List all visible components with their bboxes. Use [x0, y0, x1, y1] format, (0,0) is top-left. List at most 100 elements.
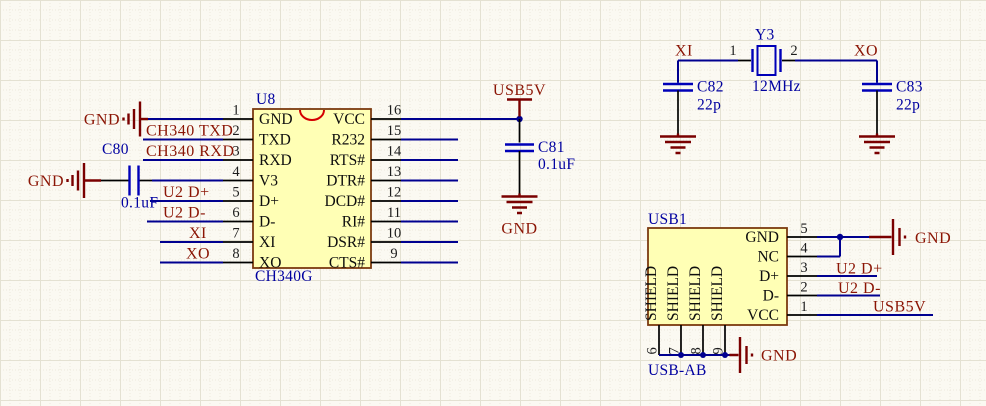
usb1-wiring[interactable]	[659, 233, 933, 358]
c80-capacitor[interactable]: C80 0.1uF	[102, 141, 158, 212]
gnd-symbol-c83[interactable]	[859, 133, 895, 155]
u8-pin10-number: 10	[387, 226, 402, 242]
crystal-plates-icon	[751, 49, 782, 72]
usb1-pin2-number: 2	[800, 280, 807, 296]
gnd-symbol-c81[interactable]: GND	[501, 193, 538, 238]
net-label-ch340-rxd[interactable]: CH340 RXD	[146, 143, 235, 160]
usb1-pin9-number: 9	[711, 347, 727, 354]
net-label-ch340-txd[interactable]: CH340 TXD	[146, 123, 233, 140]
net-label-u2-dp-usb[interactable]: U2 D+	[836, 261, 883, 278]
u8-pin7-name: XI	[259, 234, 275, 251]
y3-crystal[interactable]: Y3 12MHz 1 2	[729, 27, 800, 96]
usb1-designator[interactable]: USB1	[648, 211, 687, 228]
c82-value[interactable]: 22p	[697, 97, 721, 114]
u8-pin9-number: 9	[390, 246, 397, 262]
usb1-pin8-number: 8	[689, 347, 705, 354]
usb1-part-name[interactable]: USB-AB	[648, 362, 707, 379]
net-label-u2-dm-usb[interactable]: U2 D-	[838, 280, 881, 297]
c81-value[interactable]: 0.1uF	[538, 156, 575, 173]
usb1-right-pin-stubs[interactable]	[787, 236, 817, 316]
gnd-icon	[66, 163, 86, 198]
c81-capacitor[interactable]: C81 0.1uF	[505, 119, 575, 194]
u8-pin7-number: 7	[232, 226, 239, 242]
net-label-u2-dm[interactable]: U2 D-	[163, 205, 206, 222]
junction-dot	[722, 352, 728, 358]
net-label-xo[interactable]: XO	[186, 246, 210, 263]
usb1-pin4-name: NC	[757, 249, 779, 266]
usb5v-power-port[interactable]: USB5V	[493, 82, 546, 117]
c83-value[interactable]: 22p	[896, 97, 920, 114]
gnd-label[interactable]: GND	[761, 348, 797, 365]
usb1-shield2-name: SHIELD	[665, 266, 682, 321]
y3-pin1-number: 1	[729, 43, 736, 59]
c82-capacitor[interactable]: C82 22p	[663, 79, 724, 134]
u8-pin9-name: CTS#	[329, 255, 365, 272]
u8-pin3-name: RXD	[259, 152, 292, 169]
u8-part-name[interactable]: CH340G	[255, 268, 313, 285]
u8-pin15-number: 15	[387, 123, 402, 139]
gnd-label[interactable]: GND	[84, 112, 120, 129]
usb1-pin1-number: 1	[800, 299, 807, 315]
gnd-symbol-usb-top[interactable]: GND	[869, 219, 951, 255]
usb1-pin2-name: D-	[763, 288, 779, 305]
gnd-label[interactable]: GND	[28, 173, 64, 190]
c80-value[interactable]: 0.1uF	[121, 195, 158, 212]
u8-pin4-number: 4	[232, 164, 240, 180]
y3-designator[interactable]: Y3	[755, 27, 775, 44]
u8-pin1-number: 1	[232, 103, 239, 119]
u8-pin16-number: 16	[387, 103, 402, 119]
net-label-u2-dp[interactable]: U2 D+	[163, 184, 210, 201]
c82-designator[interactable]: C82	[697, 79, 724, 96]
net-label-xi[interactable]: XI	[189, 225, 207, 242]
usb1-component[interactable]: USB1 USB-AB GND NC D+ D- VCC 5 4 3 2 1 S…	[643, 211, 817, 379]
u8-right-pin-stubs[interactable]	[371, 118, 401, 264]
c83-capacitor[interactable]: C83 22p	[862, 79, 923, 134]
power-bar-icon	[507, 98, 532, 117]
gnd-symbol-c82[interactable]	[660, 133, 696, 155]
u8-body[interactable]	[252, 108, 372, 269]
usb1-pin5-name: GND	[745, 229, 779, 246]
u8-left-wiring[interactable]	[84, 117, 223, 264]
crystal-wiring[interactable]	[677, 59, 878, 83]
y3-pin2-number: 2	[790, 43, 797, 59]
usb1-bottom-pin-stubs[interactable]	[658, 325, 726, 355]
usb1-body[interactable]	[647, 227, 788, 326]
u8-pin4-name: V3	[259, 173, 278, 190]
u8-right-wiring[interactable]	[401, 115, 523, 264]
u8-component[interactable]: U8 CH340G GND TXD RXD V3 D+ D- XI XO VCC…	[223, 91, 402, 285]
usb1-shield4-name: SHIELD	[709, 266, 726, 321]
usb1-pin3-name: D+	[759, 268, 779, 285]
u8-designator[interactable]: U8	[256, 91, 276, 108]
u8-pin3-number: 3	[232, 144, 239, 160]
crystal-body-icon[interactable]	[756, 45, 777, 76]
gnd-icon	[122, 101, 142, 137]
u8-pin11-name: RI#	[342, 214, 366, 231]
gnd-symbol-c80[interactable]: GND	[28, 163, 86, 198]
unconnected-wires[interactable]	[401, 138, 458, 264]
capacitor-icon[interactable]	[128, 165, 140, 196]
net-label-usb5v-usb[interactable]: USB5V	[873, 299, 926, 316]
gnd-label[interactable]: GND	[915, 230, 951, 247]
u8-pin12-number: 12	[387, 185, 402, 201]
u8-pin14-number: 14	[387, 144, 402, 160]
u8-left-pin-stubs[interactable]	[223, 118, 253, 264]
junction-dot	[700, 352, 706, 358]
usb1-pin4-number: 4	[800, 241, 808, 257]
gnd-symbol-pin1[interactable]: GND	[84, 101, 142, 137]
gnd-symbol-usb-shield[interactable]: GND	[729, 337, 798, 373]
net-label-xo-crystal[interactable]: XO	[854, 43, 878, 60]
u8-pin6-name: D-	[259, 214, 275, 231]
c83-designator[interactable]: C83	[896, 79, 923, 96]
usb1-pin7-number: 7	[667, 347, 683, 354]
usb5v-label[interactable]: USB5V	[493, 82, 546, 99]
u8-pin16-name: VCC	[333, 111, 365, 128]
net-label-xi-crystal[interactable]: XI	[675, 43, 693, 60]
c80-designator[interactable]: C80	[102, 141, 129, 158]
u8-pin2-name: TXD	[259, 132, 291, 149]
y3-value[interactable]: 12MHz	[752, 78, 801, 95]
gnd-label[interactable]: GND	[501, 221, 537, 238]
c81-designator[interactable]: C81	[538, 139, 565, 156]
